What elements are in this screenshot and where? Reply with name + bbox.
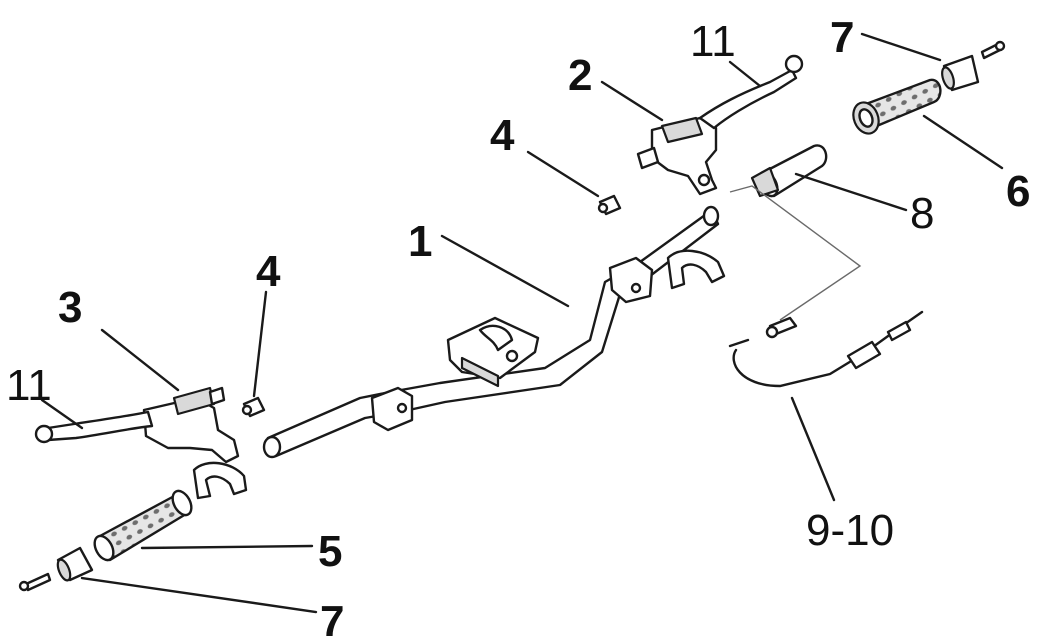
bar-end-right — [941, 40, 1006, 92]
leader-2 — [600, 80, 664, 122]
right-clamp-half — [666, 249, 726, 290]
leader-8 — [794, 172, 908, 212]
callout-9-10: 9-10 — [806, 506, 894, 555]
right-master-cylinder-part — [636, 54, 804, 196]
banjo-bolt-lower — [241, 396, 266, 418]
leader-1 — [440, 234, 570, 308]
callout-labels: 1 2 3 4 4 5 6 7 7 8 9-10 11 11 — [6, 13, 1030, 642]
left-grip-part — [93, 489, 193, 562]
leader-lines — [40, 32, 1004, 614]
bar-end-left — [18, 546, 94, 592]
leader-3 — [100, 328, 180, 392]
right-grip-part — [852, 78, 942, 135]
callout-11-left: 11 — [6, 361, 52, 410]
throttle-cable-part — [728, 310, 924, 388]
left-clamp-half — [192, 461, 248, 500]
callout-1: 1 — [408, 217, 432, 266]
banjo-bolt-upper — [597, 194, 622, 216]
left-master-cylinder-part — [34, 386, 240, 464]
leader-4-top — [526, 150, 600, 198]
leader-6 — [922, 114, 1004, 170]
callout-4-top: 4 — [490, 111, 515, 160]
throttle-tube-part — [750, 144, 828, 198]
callout-7-bottom: 7 — [320, 597, 344, 642]
leader-11-top — [728, 60, 762, 88]
callout-3: 3 — [58, 283, 82, 332]
leader-11-left — [40, 398, 84, 430]
callout-2: 2 — [568, 51, 592, 100]
handlebar-part — [262, 205, 720, 459]
assembly-guide-line — [729, 185, 862, 321]
callout-6: 6 — [1006, 167, 1030, 216]
leader-7-top — [860, 32, 942, 62]
callout-4-bottom: 4 — [256, 247, 281, 296]
callout-11-top: 11 — [690, 17, 736, 66]
callout-5: 5 — [318, 527, 342, 576]
leader-4-bottom — [252, 290, 268, 398]
leader-5 — [140, 544, 314, 550]
leader-9-10 — [790, 396, 836, 502]
leader-7-bottom — [80, 576, 318, 614]
callout-7-top: 7 — [830, 13, 854, 62]
callout-8: 8 — [910, 189, 934, 238]
